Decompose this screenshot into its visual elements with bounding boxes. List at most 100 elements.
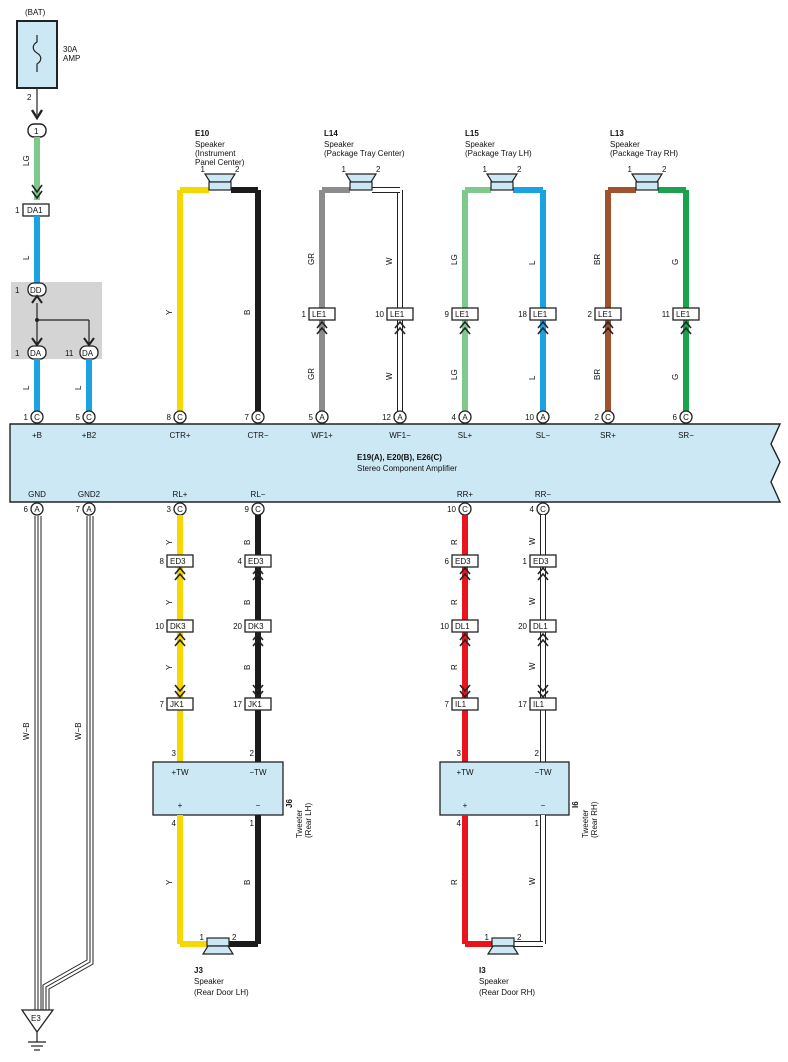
amp-pin-WF1−-pin: 12 <box>382 413 391 422</box>
tweeter-name: Tweeter <box>581 809 590 838</box>
speaker-E10-cone <box>203 173 237 183</box>
ground-label: E3 <box>31 1014 41 1023</box>
speaker-L14 <box>349 181 373 191</box>
svg-text:1: 1 <box>15 286 20 295</box>
svg-text:DD: DD <box>30 286 42 295</box>
amp-pin-WF1+ <box>315 410 329 424</box>
amp-terminal-SL−: SL− <box>536 431 551 440</box>
amp-pin-RR+-letter: C <box>462 505 468 514</box>
connector-IL1-2 <box>451 697 479 711</box>
svg-text:L: L <box>22 255 31 260</box>
amp-terminal-GND: GND <box>28 490 46 499</box>
tweeter-minus: − <box>541 801 546 810</box>
connector-IL1-3 <box>529 697 557 711</box>
speaker-location2: Panel Center) <box>195 158 245 167</box>
speaker-I3 <box>491 937 515 947</box>
amp-pin-CTR−-pin: 7 <box>245 413 250 422</box>
speaker-pin2: 2 <box>232 933 237 942</box>
connector-arrow-icon <box>459 566 471 581</box>
tweeter-pin: 2 <box>250 749 255 758</box>
speaker-id-J3: J3 <box>194 966 203 975</box>
tweeter-pin: 2 <box>535 749 540 758</box>
svg-text:L: L <box>22 385 31 390</box>
amplifier-subtitle: Stereo Component Amplifier <box>357 464 457 473</box>
connector-arrow-icon <box>602 320 614 335</box>
amp-pin-+B-letter: C <box>34 413 40 422</box>
amp-terminal-RR+: RR+ <box>457 490 474 499</box>
connector-le1-WF1+ <box>308 307 336 321</box>
speaker-location: (Package Tray RH) <box>610 149 678 158</box>
ground-icon <box>28 1032 46 1051</box>
connector-JK1-1 <box>244 697 272 711</box>
tweeter-J6 <box>152 761 284 816</box>
speaker-type: Speaker <box>610 140 640 149</box>
wire-label-CTR−: B <box>243 310 252 315</box>
wire-label-CTR+: Y <box>165 309 174 315</box>
wire-label: Y <box>165 539 174 545</box>
speaker-location: (Rear Door RH) <box>479 988 535 997</box>
amp-pin-SL+-pin: 4 <box>452 413 457 422</box>
speaker-pin1: 1 <box>342 165 347 174</box>
amp-pin-SL+-letter: A <box>462 413 468 422</box>
tweeter-pin: 3 <box>457 749 462 758</box>
speaker-location: (Rear Door LH) <box>194 988 249 997</box>
amp-pin-SR+-letter: C <box>605 413 611 422</box>
speaker-L15-cone <box>485 173 519 183</box>
amp-terminal-WF1−: WF1− <box>389 431 411 440</box>
tweeter-location: (Rear RH) <box>590 801 599 838</box>
connector-le1-WF1−-label: LE1 <box>390 310 405 319</box>
svg-text:DA1: DA1 <box>27 206 43 215</box>
tweeter-I6 <box>439 761 570 816</box>
connector-ED3-3-label: ED3 <box>533 557 549 566</box>
wire-label-lower-WF1+: GR <box>307 368 316 380</box>
amp-pin-RL−-letter: C <box>255 505 261 514</box>
connector-arrow-icon <box>252 566 264 581</box>
battery-label: (BAT) <box>25 8 46 17</box>
connector-le1-SR−-pin: 11 <box>662 310 671 319</box>
speaker-L14-cone <box>344 173 378 183</box>
fuse-pin: 2 <box>27 93 32 102</box>
tweeter-id-J6: J6 <box>285 799 294 808</box>
fuse-name: AMP <box>63 54 80 63</box>
amp-pin-RR+-pin: 10 <box>447 505 456 514</box>
connector-DK3-0-label: DK3 <box>170 622 186 631</box>
speaker-location: (Package Tray Center) <box>324 149 405 158</box>
tweeter-plus-terminal: +TW <box>456 768 474 777</box>
speaker-pin1: 1 <box>485 933 490 942</box>
connector-ED3-2-pin: 6 <box>445 557 450 566</box>
wire-label-lower-SL+: LG <box>450 369 459 380</box>
connector-arrow-icon <box>537 320 549 335</box>
wire-label: Y <box>165 664 174 670</box>
tweeter-minus-terminal: −TW <box>249 768 267 777</box>
fuse-icon <box>32 35 42 72</box>
speaker-E10 <box>208 181 232 191</box>
connector-arrow-icon <box>252 632 264 647</box>
speaker-type: Speaker <box>324 140 354 149</box>
amp-pin-GND2-pin: 7 <box>76 505 81 514</box>
amp-pin-GND <box>30 502 44 516</box>
amp-pin-SR− <box>679 410 693 424</box>
amp-pin-+B-pin: 1 <box>24 413 29 422</box>
svg-text:1: 1 <box>15 349 20 358</box>
connector-le1-SR+-pin: 2 <box>588 310 593 319</box>
amp-pin-GND-pin: 6 <box>24 505 29 514</box>
speaker-L13-cone <box>630 173 664 183</box>
connector-le1-WF1− <box>386 307 414 321</box>
connector-arrow-icon <box>316 320 328 335</box>
tweeter-name: Tweeter <box>295 809 304 838</box>
connector-DL1-3-pin: 20 <box>518 622 527 631</box>
connector-IL1-2-pin: 7 <box>445 700 450 709</box>
amp-terminal-RL+: RL+ <box>173 490 188 499</box>
speaker-pin1: 1 <box>628 165 633 174</box>
speaker-id-L14: L14 <box>324 129 338 138</box>
tweeter-plus: + <box>178 801 183 810</box>
amp-terminal-+B: +B <box>32 431 42 440</box>
amp-pin-CTR+ <box>173 410 187 424</box>
wire-label: Y <box>165 599 174 605</box>
amp-pin-CTR−-letter: C <box>255 413 261 422</box>
speaker-type: Speaker <box>194 977 224 986</box>
connector-IL1-2-label: IL1 <box>455 700 467 709</box>
speaker-id-L15: L15 <box>465 129 479 138</box>
connector-DK3-0 <box>166 619 194 633</box>
connector-JK1-0 <box>166 697 194 711</box>
